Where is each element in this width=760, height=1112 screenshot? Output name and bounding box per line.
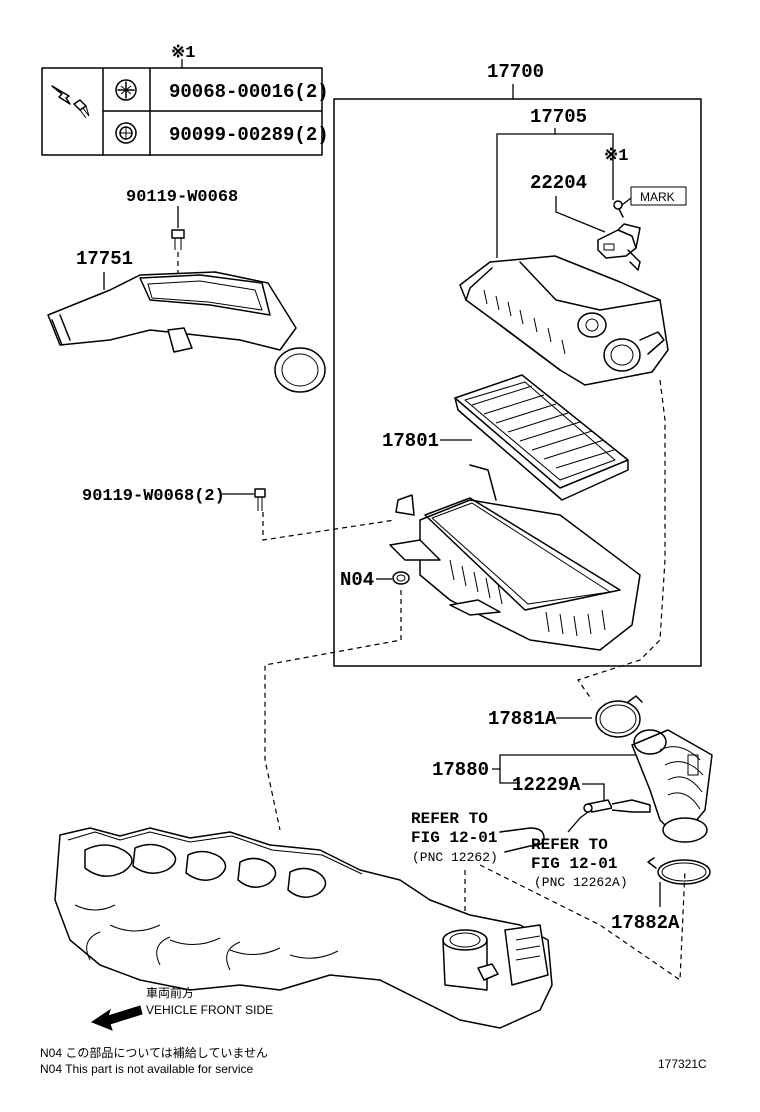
hose-clamp-17881a	[595, 695, 643, 738]
mark-box	[630, 186, 687, 206]
inlet-bolt-icon	[171, 229, 185, 250]
ref2-line2: FIG 12-01	[531, 855, 617, 873]
part-label-17801: 17801	[382, 430, 439, 452]
part-label-17751: 17751	[76, 248, 133, 270]
reference-note-2: REFER TO FIG 12-01 (PNC 12262A)	[531, 836, 628, 890]
grommet-icon	[392, 571, 410, 585]
fastener-legend: ※1 90068-00016(2) 90099-00289(2)	[41, 44, 329, 156]
front-arrow-icon	[90, 1005, 143, 1031]
intake-manifold	[54, 827, 553, 1029]
part-label-17882a: 17882A	[611, 912, 680, 934]
part-label-17881a: 17881A	[488, 708, 557, 730]
part-label-12229a: 12229A	[512, 774, 581, 796]
part-label-17700: 17700	[487, 61, 544, 83]
direction-en: VEHICLE FRONT SIDE	[146, 1003, 273, 1017]
air-inlet-duct	[47, 271, 326, 393]
part-label-90119-w0068-2: 90119-W0068(2)	[82, 487, 225, 506]
direction-jp: 車両前方	[146, 985, 194, 1000]
reference-note-1: REFER TO FIG 12-01 (PNC 12262)	[411, 810, 545, 935]
part-label-17880: 17880	[432, 759, 489, 781]
air-cleaner-case	[389, 464, 641, 651]
mass-air-flow-sensor	[597, 223, 641, 271]
footnote-en: N04 This part is not available for servi…	[40, 1062, 254, 1076]
air-filter-element	[454, 374, 629, 501]
footnote-jp: N04 この部品については補給していません	[40, 1045, 268, 1060]
assembly-frame	[333, 98, 702, 667]
vehicle-front-indicator: 車両前方 VEHICLE FRONT SIDE	[90, 985, 273, 1031]
part-label-90119-w0068: 90119-W0068	[126, 188, 238, 207]
part-label-n04: N04	[340, 569, 374, 591]
part-label-17705: 17705	[530, 106, 587, 128]
ref1-line1: REFER TO	[411, 810, 488, 828]
nut-head-icon	[115, 122, 137, 144]
ref1-pnc: (PNC 12262)	[412, 850, 498, 865]
mark-label: MARK	[640, 190, 675, 204]
intake-hose-17880	[631, 729, 713, 843]
legend-part-1: 90068-00016(2)	[169, 81, 329, 103]
case-bolt-icon	[254, 488, 266, 511]
sensor-marker: ※1	[604, 147, 628, 166]
hose-clamp-17882a	[647, 857, 711, 885]
screw-install-icon	[51, 85, 90, 119]
legend-marker: ※1	[171, 44, 195, 63]
ref1-line2: FIG 12-01	[411, 829, 497, 847]
ref2-pnc: (PNC 12262A)	[534, 875, 628, 890]
screw-head-icon	[115, 79, 137, 101]
assembly-17700: 17700 17705 22204 ※1 MARK	[82, 61, 702, 831]
pcv-pipe-12229a	[583, 799, 651, 813]
figure-id: 177321C	[658, 1057, 707, 1071]
sensor-screw-icon	[613, 200, 624, 218]
air-cleaner-cap	[459, 255, 669, 386]
ref2-line1: REFER TO	[531, 836, 608, 854]
legend-part-2: 90099-00289(2)	[169, 124, 329, 146]
part-label-22204: 22204	[530, 172, 587, 194]
